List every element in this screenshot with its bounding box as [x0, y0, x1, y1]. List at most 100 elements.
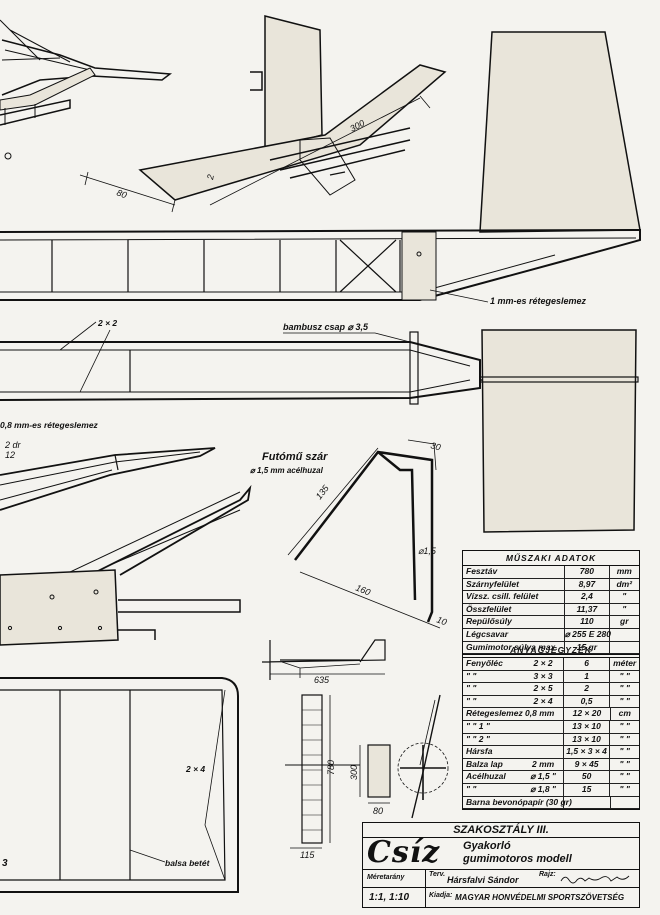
- model-subtitle-1: Gyakorló: [463, 840, 511, 852]
- landing-gear-wire: ⌀ 1,5 mm acélhuzal: [250, 466, 324, 475]
- material-name: Acélhuzal: [466, 771, 506, 782]
- dim-780: 780: [326, 760, 336, 775]
- tech-data-name: Fesztáv: [463, 566, 566, 578]
- tech-data-value: 780: [565, 566, 610, 578]
- material-name: " " 2 ": [466, 733, 490, 744]
- dim-635: 635: [314, 675, 330, 685]
- plywood-1mm-label: 1 mm-es rétegeslemez: [490, 296, 587, 306]
- designer-label: Terv.: [429, 871, 446, 878]
- model-subtitle-2: gumimotoros modell: [463, 853, 572, 865]
- material-size: [523, 720, 564, 733]
- material-unit: " ": [619, 695, 630, 706]
- material-size: 2 × 2: [523, 658, 564, 670]
- tech-data-value: 11,37: [565, 603, 610, 616]
- wing-strip-label: 2 × 4: [185, 764, 205, 774]
- strip-2x2-label: 2 × 2: [97, 318, 117, 328]
- tech-data-name: Légcsavar: [463, 628, 565, 641]
- balsa-fill-label: balsa betét: [165, 858, 211, 868]
- material-size: ⌀ 1,5 ": [523, 771, 564, 783]
- tech-data-unit: ": [622, 603, 627, 614]
- tech-data-name: Gumimotor súlya max.: [463, 641, 566, 654]
- material-size: [523, 746, 564, 758]
- plywood-08mm-label: 0,8 mm-es rétegeslemez: [0, 420, 99, 430]
- material-size: ⌀ 1,8 ": [523, 783, 564, 796]
- tech-data-unit: gr: [620, 616, 629, 627]
- gear-dim-30: 30: [429, 440, 441, 452]
- materials-row: Barna bevonópapír (30 gr): [463, 796, 639, 810]
- material-qty: [564, 796, 611, 809]
- materials-row: " " 2 " 13 × 10 " ": [463, 733, 639, 747]
- tech-data-value: ⌀ 255 E 280: [564, 628, 611, 641]
- drawn-label: Rajz:: [539, 871, 556, 878]
- gear-dim-10: 10: [435, 614, 448, 627]
- title-block-bottom-row: 1:1, 1:10 Kiadja: MAGYAR HONVÉDELMI SPOR…: [363, 887, 639, 908]
- bamboo-pin-label: bambusz csap ⌀ 3,5: [283, 322, 369, 332]
- material-name: " ": [466, 683, 477, 694]
- landing-gear-title: Futómű szár: [262, 451, 328, 463]
- materials-row: " " 1 "13 × 10" ": [463, 720, 639, 734]
- material-name: " ": [466, 695, 477, 706]
- material-qty: 13 × 10: [564, 733, 611, 746]
- publisher-label: Kiadja:: [429, 892, 453, 899]
- rudder-side-view: [479, 31, 641, 233]
- material-unit: cm: [618, 708, 631, 719]
- materials-row: Acélhuzal⌀ 1,5 "50" ": [463, 771, 639, 784]
- landing-gear: Futómű szár ⌀ 1,5 mm acélhuzal 135 160 3…: [250, 439, 448, 629]
- tech-data-value: 15 gr: [565, 641, 610, 654]
- tech-data-value: 2,4: [565, 591, 610, 603]
- signature: [560, 875, 630, 884]
- tech-data-unit: dm²: [616, 578, 633, 589]
- material-qty: 2: [564, 683, 611, 695]
- model-name: Csíz: [367, 835, 441, 870]
- material-size: 2 mm: [523, 758, 564, 771]
- nose-dim-b: 12: [5, 450, 15, 460]
- material-name: " " 1 ": [466, 720, 490, 731]
- material-qty: 15: [564, 783, 611, 796]
- scale-value: 1:1, 1:10: [369, 892, 410, 903]
- wing-plan-view: 2 × 4 balsa betét 3: [0, 677, 239, 893]
- material-name: " ": [466, 783, 477, 794]
- tech-data-name: Repülősúly: [463, 616, 566, 628]
- tech-data-value: 8,97: [565, 578, 610, 591]
- tech-data-name: Vízsz. csill. felület: [463, 591, 566, 603]
- tech-data-unit: mm: [616, 566, 632, 576]
- sheet-number: 3: [2, 858, 8, 869]
- dim-80b: 80: [373, 806, 383, 816]
- material-name: Barna bevonópapír (30 gr): [466, 796, 572, 807]
- dim-300b: 300: [349, 765, 359, 780]
- material-qty: 12 × 20: [564, 708, 611, 720]
- material-qty: 1: [564, 670, 611, 683]
- material-unit: " ": [619, 733, 630, 744]
- materials-row: " " ⌀ 1,8 "15 " ": [463, 783, 639, 797]
- material-name: Hársfa: [466, 746, 493, 757]
- material-unit: " ": [619, 683, 630, 694]
- tech-data-unit: [610, 629, 639, 641]
- material-qty: 1,5 × 3 × 4: [564, 746, 611, 758]
- chord-dim: 80: [115, 187, 128, 200]
- thickness-dim: 2: [205, 174, 216, 182]
- material-size: [523, 733, 564, 746]
- scale-label: Méretarány: [367, 874, 405, 881]
- material-unit: " ": [619, 783, 630, 794]
- publisher-name: MAGYAR HONVÉDELMI SPORTSZÖVETSÉG: [455, 893, 625, 902]
- tech-data-name: Szárnyfelület: [463, 578, 566, 591]
- material-qty: 13 × 10: [564, 720, 611, 733]
- title-block-middle-row: Méretarány Terv. Hársfalvi Sándor Rajz:: [363, 869, 639, 908]
- nose-dim-a: 2 dr: [4, 440, 22, 450]
- tech-data-value: 110: [565, 616, 610, 628]
- title-block: SZAKOSZTÁLY III. Csíz Gyakorló gumimotor…: [362, 822, 640, 908]
- tech-data-row: Légcsavar⌀ 255 E 280: [463, 628, 639, 642]
- wing-root-perspective: [0, 19, 173, 160]
- material-qty: 0,5: [564, 695, 611, 708]
